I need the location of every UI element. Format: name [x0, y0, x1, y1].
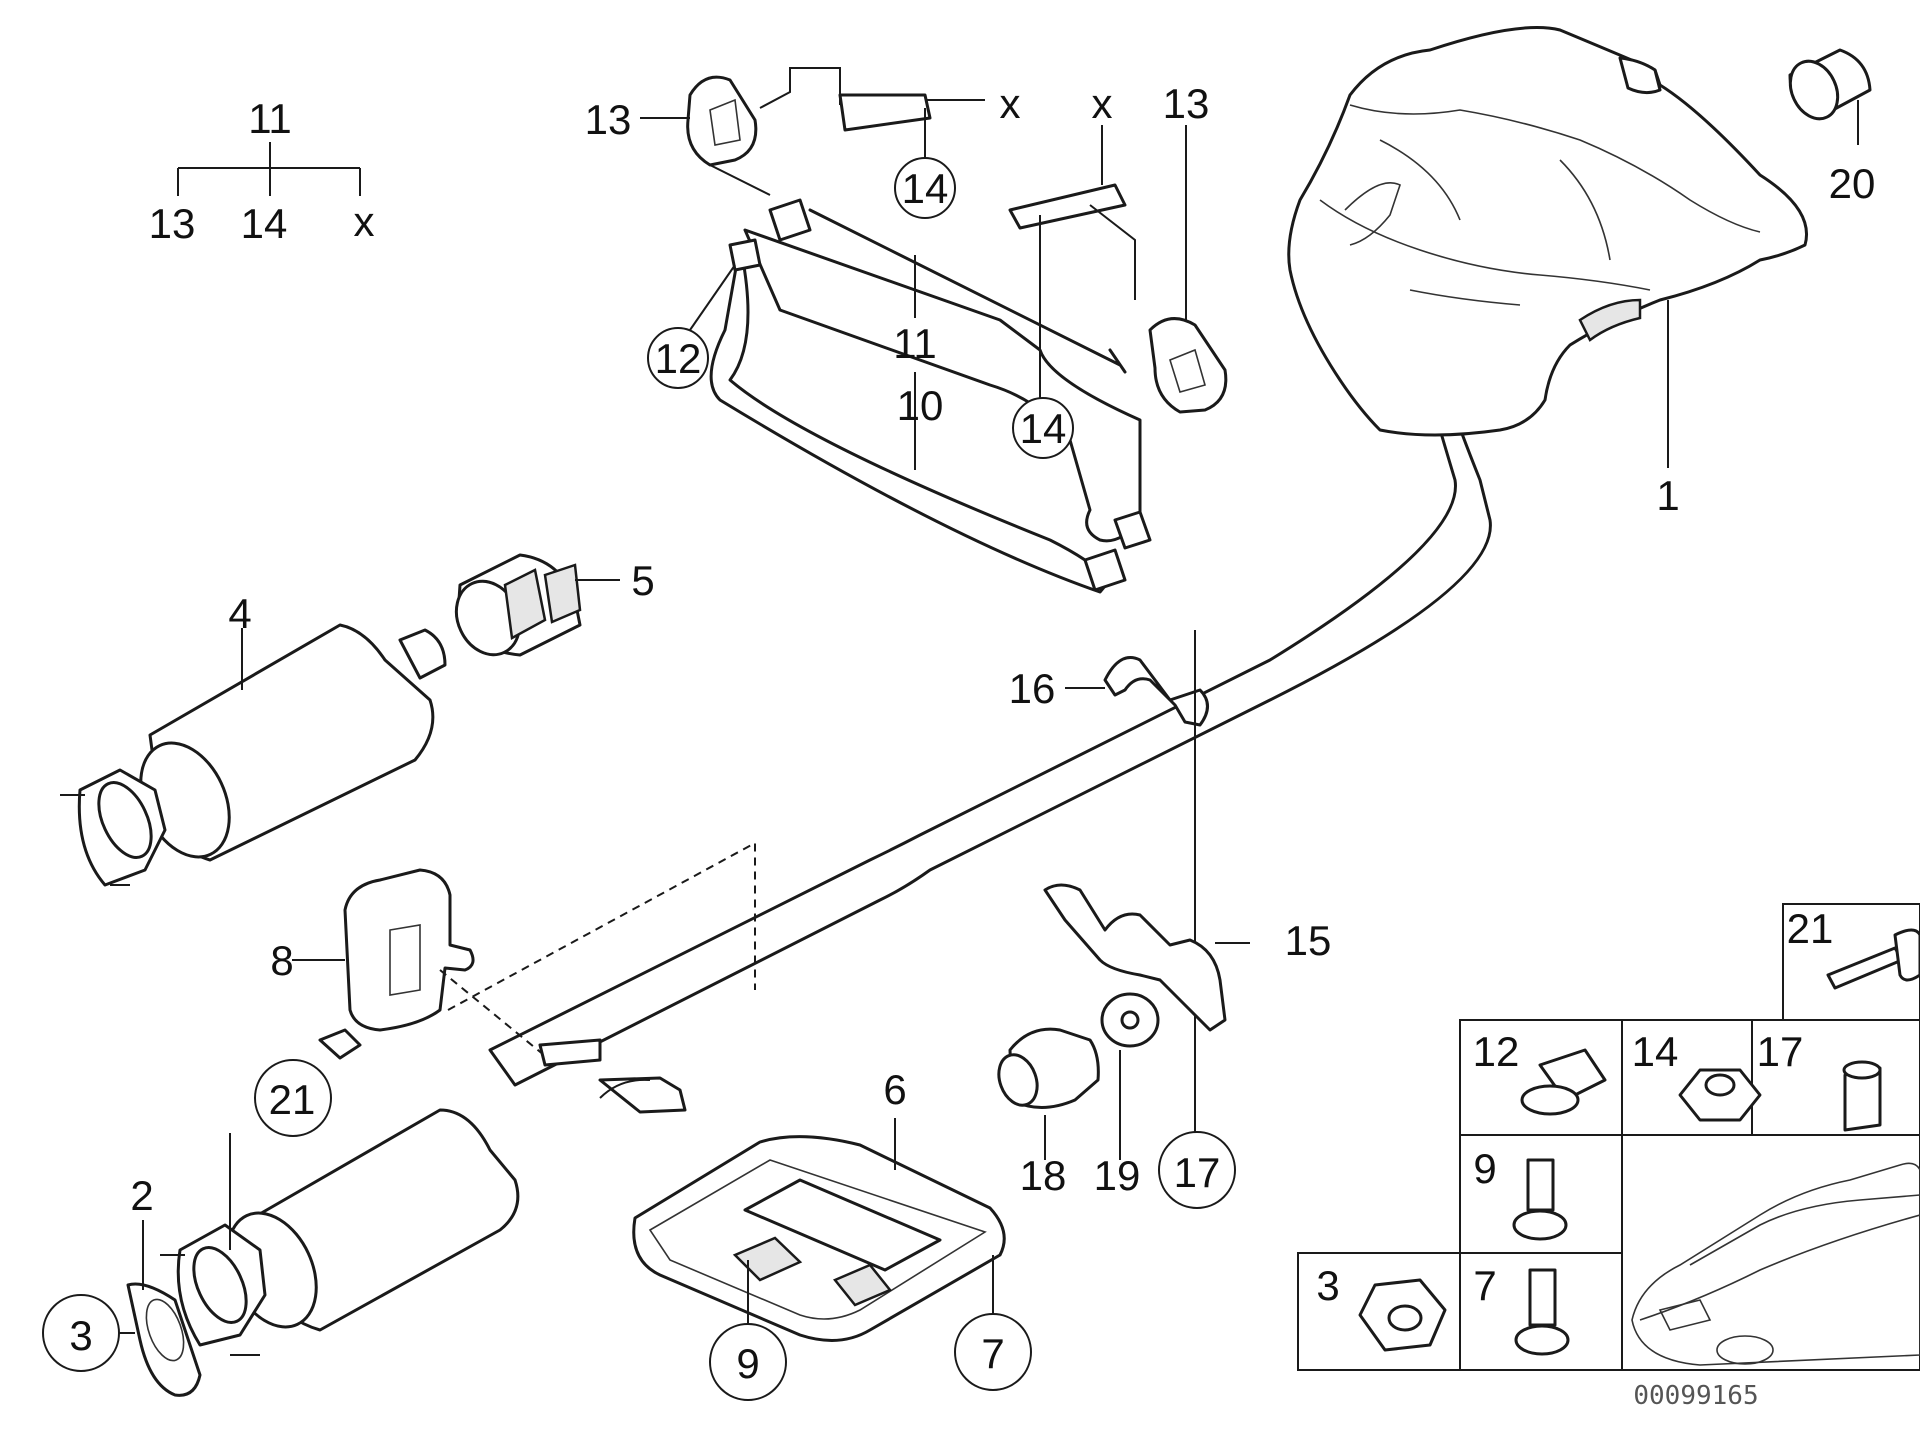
callout-12	[647, 327, 709, 389]
label-1: 1	[1656, 472, 1679, 519]
heat-bracket: 15	[1043, 883, 1332, 1032]
legend-21: 21	[1787, 905, 1834, 952]
kit-label-x: x	[354, 198, 375, 245]
label-5: 5	[631, 557, 654, 604]
label-6: 6	[883, 1066, 906, 1113]
label-19: 19	[1094, 1152, 1141, 1199]
kit-label-11: 11	[248, 95, 292, 142]
label-2: 2	[130, 1172, 153, 1219]
label-xb: x	[1092, 80, 1113, 127]
callout-14a	[894, 157, 956, 219]
callout-17	[1158, 1131, 1236, 1209]
legend-9: 9	[1473, 1145, 1496, 1192]
exhaust-hanger: 8	[270, 841, 756, 1067]
legend-14: 14	[1632, 1028, 1679, 1075]
car-silhouette	[1631, 1162, 1920, 1366]
center-silencer: 21 2 3	[42, 1059, 687, 1397]
rubber-mounts-top: 13 13 x 14 x 14 12	[585, 67, 1228, 459]
label-21: 21	[269, 1076, 316, 1123]
hardware-legend: 21 12 14 17 9 3 7	[1297, 903, 1920, 1371]
label-9: 9	[736, 1340, 759, 1387]
pipe-clamp: 5	[454, 553, 655, 657]
label-14b: 14	[1020, 405, 1067, 452]
label-15: 15	[1285, 917, 1332, 964]
label-14a: 14	[902, 165, 949, 212]
legend-7: 7	[1473, 1262, 1496, 1309]
callout-14b	[1012, 397, 1074, 459]
label-3: 3	[69, 1312, 92, 1359]
rubber-bush-and-washer: 18 19 17	[997, 992, 1236, 1209]
label-10: 10	[897, 382, 944, 429]
label-13a: 13	[585, 96, 632, 143]
legend-17: 17	[1757, 1028, 1804, 1075]
label-xa: x	[1000, 80, 1021, 127]
label-16: 16	[1009, 665, 1056, 712]
diagram-code: 00099165	[1633, 1381, 1758, 1411]
label-7: 7	[981, 1330, 1004, 1377]
rear-silencer: 1	[1287, 26, 1808, 519]
underbody-plate: 6 9 7	[632, 1066, 1032, 1401]
kit-legend: 11 13 14 x	[149, 95, 375, 247]
label-17: 17	[1174, 1149, 1221, 1196]
kit-label-13: 13	[149, 200, 196, 247]
bracket-assembly: 11 10	[709, 198, 1152, 594]
label-8: 8	[270, 937, 293, 984]
label-18: 18	[1020, 1152, 1067, 1199]
callout-21	[254, 1059, 332, 1137]
label-12: 12	[655, 335, 702, 382]
main-pipe	[488, 371, 1492, 1087]
label-20: 20	[1829, 160, 1876, 207]
label-4: 4	[228, 590, 251, 637]
pipe-strap: 16	[1009, 630, 1209, 1140]
legend-3: 3	[1316, 1262, 1339, 1309]
label-13b: 13	[1163, 80, 1210, 127]
label-11: 11	[893, 320, 937, 367]
legend-12: 12	[1473, 1028, 1520, 1075]
tail-sleeve: 20	[1788, 48, 1876, 207]
kit-label-14: 14	[241, 200, 288, 247]
front-silencer: 4	[60, 590, 447, 887]
